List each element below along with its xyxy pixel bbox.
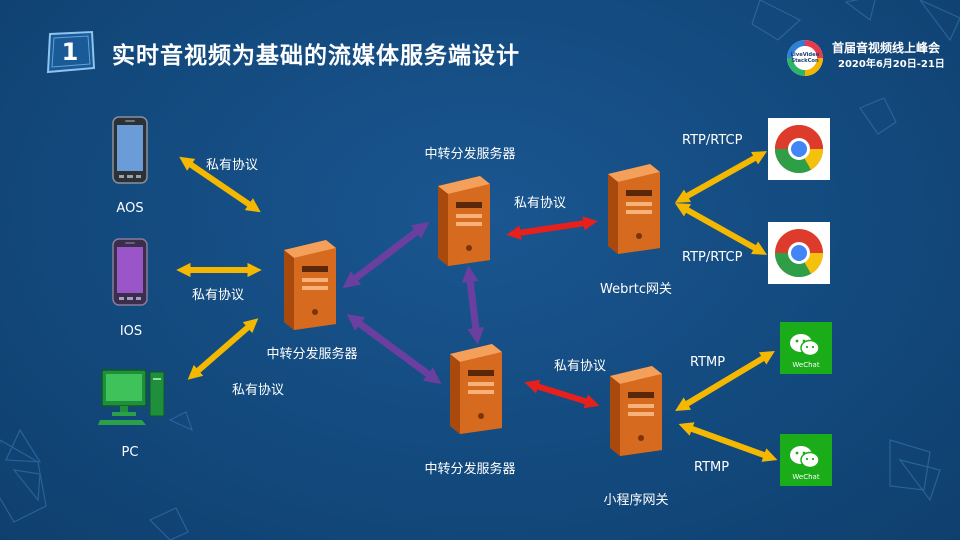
relay-server-top-label: 中转分发服务器 — [424, 147, 516, 162]
svg-text:StackCon: StackCon — [791, 58, 819, 64]
arrow-center-top — [342, 221, 430, 289]
webrtc-gateway-icon — [608, 164, 660, 254]
protocol-label-wechat-bottom: RTMP — [694, 460, 730, 475]
arrow-aos-relay — [179, 156, 261, 213]
protocol-label-ios: 私有协议 — [192, 288, 245, 303]
arrow-top-bottom — [461, 265, 485, 345]
chrome-icon — [774, 124, 823, 174]
client-label-pc: PC — [121, 445, 139, 460]
conference-logo: LiveVideo StackCon — [787, 40, 823, 76]
protocol-label-chrome-top: RTP/RTCP — [682, 133, 743, 148]
relay-server-center-icon — [284, 240, 336, 330]
conference-date: 2020年6月20日-21日 — [838, 59, 945, 70]
relay-server-bottom-icon — [450, 344, 502, 434]
protocol-label-webrtc: 私有协议 — [514, 196, 567, 211]
miniprogram-gateway-icon — [610, 366, 662, 456]
protocol-label-pc: 私有协议 — [232, 383, 285, 398]
wechat-endpoint-top: WeChat — [780, 322, 832, 374]
protocol-label-chrome-bottom: RTP/RTCP — [682, 250, 743, 265]
client-label-ios: IOS — [119, 324, 143, 339]
arrow-webrtc-chrome-top — [674, 151, 768, 203]
wechat-text: WeChat — [792, 361, 819, 369]
protocol-label-aos: 私有协议 — [206, 158, 259, 173]
slide-title: 实时音视频为基础的流媒体服务端设计 — [112, 43, 520, 69]
slide-number: 1 — [61, 38, 79, 66]
relay-server-bottom-label: 中转分发服务器 — [424, 462, 516, 477]
wechat-icon: WeChat — [780, 322, 832, 374]
chrome-endpoint-bottom — [768, 222, 830, 284]
svg-text:LiveVideo: LiveVideo — [791, 52, 820, 58]
arrow-top-webrtc — [506, 216, 598, 240]
ios-phone-icon — [112, 238, 148, 306]
arrow-mini-wechat-bottom — [678, 422, 778, 462]
slide-number-badge — [46, 30, 96, 74]
android-phone-icon — [112, 116, 148, 184]
webrtc-gateway-label: Webrtc网关 — [600, 282, 672, 297]
wechat-icon: WeChat — [780, 434, 832, 486]
conference-name: 首届音视频线上峰会 — [832, 41, 941, 55]
protocol-label-miniprogram: 私有协议 — [554, 359, 607, 374]
relay-server-center-label: 中转分发服务器 — [266, 347, 358, 362]
chrome-icon — [775, 229, 823, 278]
client-label-aos: AOS — [116, 201, 144, 216]
arrow-bottom-miniprogram — [524, 379, 600, 409]
arrow-webrtc-chrome-bottom — [674, 203, 768, 255]
arrow-pc-relay — [187, 318, 259, 380]
relay-server-top-icon — [438, 176, 490, 266]
miniprogram-gateway-label: 小程序网关 — [603, 493, 669, 508]
chrome-endpoint-top — [768, 118, 830, 180]
arrow-mini-wechat-top — [675, 351, 775, 411]
arrow-center-bottom — [346, 314, 442, 384]
pc-icon — [98, 369, 165, 425]
wechat-text: WeChat — [792, 473, 819, 481]
protocol-label-wechat-top: RTMP — [690, 355, 726, 370]
wechat-endpoint-bottom: WeChat — [780, 434, 832, 486]
